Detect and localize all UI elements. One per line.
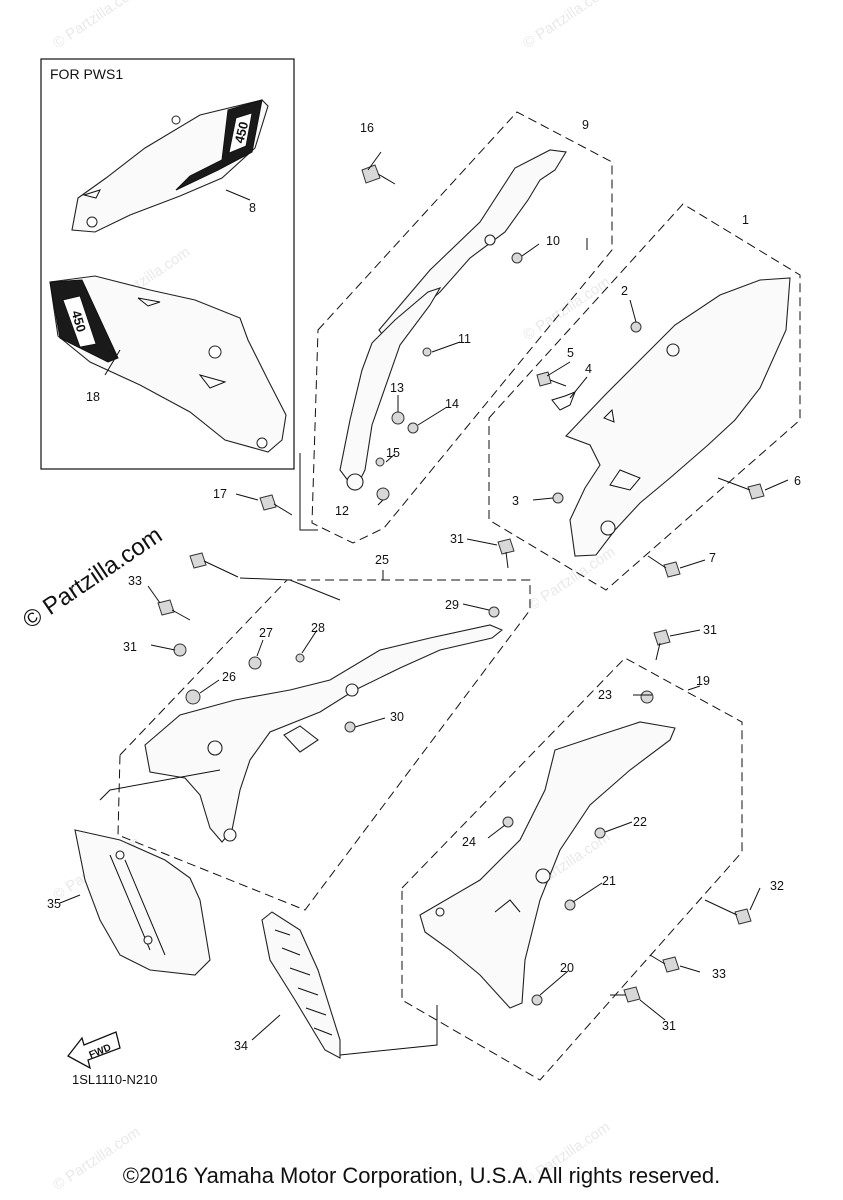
part-19-lower-cover [419, 721, 676, 1009]
callout-22: 22 [633, 815, 647, 829]
callout-30: 30 [390, 710, 404, 724]
fasteners [157, 164, 765, 1006]
callout-3: 3 [512, 494, 519, 508]
inset-label: FOR PWS1 [50, 66, 124, 82]
part-25-bracket [144, 624, 504, 843]
group-boundary-9 [311, 111, 613, 544]
decal-18-illustration: 450 [49, 275, 287, 453]
callout-11: 11 [458, 332, 471, 346]
callout-12: 12 [335, 504, 349, 518]
callout-20: 20 [560, 961, 574, 975]
decal-8-illustration: 450 [71, 99, 269, 233]
callout-33: 33 [712, 967, 726, 981]
callout-28: 28 [311, 621, 325, 635]
callout-15: 15 [386, 446, 400, 460]
svg-text:450: 450 [232, 120, 252, 145]
callout-32: 32 [770, 879, 784, 893]
group-boundary-19 [401, 657, 743, 1081]
callout-13: 13 [390, 381, 404, 395]
fwd-arrow-icon: FWD [67, 1031, 121, 1070]
callout-9: 9 [582, 118, 589, 132]
inset-frame [40, 58, 295, 470]
callout-31: 31 [703, 623, 717, 637]
callout-21: 21 [602, 874, 616, 888]
callout-6: 6 [794, 474, 801, 488]
callout-4: 4 [585, 362, 592, 376]
callout-14: 14 [445, 397, 459, 411]
callout-17: 17 [213, 487, 227, 501]
callout-27: 27 [259, 626, 273, 640]
callout-8: 8 [249, 201, 256, 215]
callout-2: 2 [621, 284, 628, 298]
callout-10: 10 [546, 234, 560, 248]
copyright-notice: ©2016 Yamaha Motor Corporation, U.S.A. A… [122, 1163, 721, 1188]
callout-29: 29 [445, 598, 459, 612]
leader-lines [59, 151, 789, 1056]
group-boundary-1 [488, 203, 801, 591]
svg-text:450: 450 [69, 309, 89, 334]
callout-35: 35 [47, 897, 61, 911]
callout-25: 25 [375, 553, 389, 567]
callout-26: 26 [222, 670, 236, 684]
callout-33: 33 [128, 574, 142, 588]
callout-18: 18 [86, 390, 100, 404]
diagram-code: 1SL1110-N210 [72, 1072, 158, 1087]
callout-19: 19 [696, 674, 710, 688]
callout-24: 24 [462, 835, 476, 849]
callout-16: 16 [360, 121, 374, 135]
callout-7: 7 [709, 551, 716, 565]
callouts: 1 2 3 4 5 6 7 8 9 10 11 12 13 14 15 16 1… [47, 118, 801, 1053]
callout-31: 31 [123, 640, 137, 654]
callout-31: 31 [450, 532, 464, 546]
part-1-side-cover [565, 277, 791, 557]
callout-1: 1 [742, 213, 749, 227]
part-34-louver [261, 911, 341, 1059]
part-9-cover [339, 149, 567, 492]
callout-5: 5 [567, 346, 574, 360]
callout-23: 23 [598, 688, 612, 702]
callout-34: 34 [234, 1039, 248, 1053]
part-35-shroud [74, 829, 211, 976]
callout-31: 31 [662, 1019, 676, 1033]
